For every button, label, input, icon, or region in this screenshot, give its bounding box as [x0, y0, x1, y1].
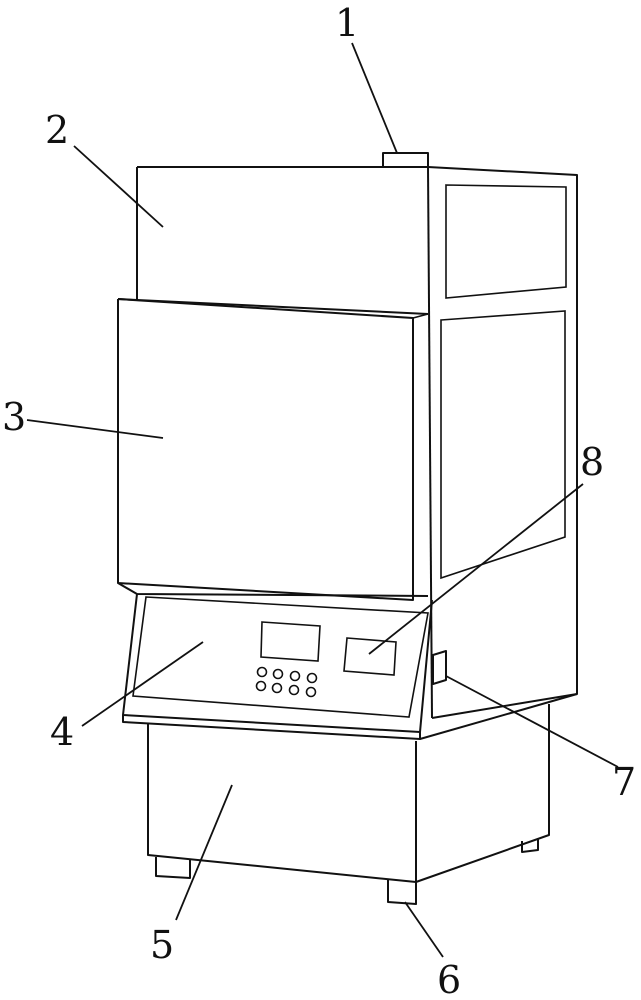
part-label-8: 8 [580, 440, 604, 484]
part-label-1: 1 [335, 1, 359, 45]
leader-line-4 [81, 641, 204, 727]
panel-button [272, 668, 284, 680]
part-label-5: 5 [150, 923, 174, 967]
leader-line-8 [368, 483, 584, 655]
leader-line-5 [175, 784, 233, 921]
panel-button [271, 682, 283, 694]
base-feet [155, 838, 539, 905]
leader-line-2 [73, 145, 164, 228]
upper-housing [136, 166, 578, 719]
part-label-7: 7 [612, 760, 636, 804]
control-panel [122, 593, 578, 740]
panel-button [305, 686, 317, 698]
leader-line-7 [445, 675, 619, 768]
front-door [117, 298, 429, 601]
part-label-4: 4 [50, 710, 74, 754]
top-port [382, 152, 429, 167]
side-window-lower [440, 310, 566, 580]
leader-line-1 [351, 42, 398, 154]
leader-line-6 [404, 901, 444, 958]
base-cabinet [147, 704, 550, 883]
panel-button [306, 672, 318, 684]
panel-button [288, 684, 300, 696]
leader-line-3 [26, 419, 164, 439]
side-window-upper [445, 184, 567, 299]
panel-buttons [255, 666, 318, 698]
panel-display-screen [260, 621, 321, 662]
part-label-6: 6 [437, 958, 461, 1000]
leader-lines [26, 42, 619, 958]
part-label-3: 3 [2, 395, 26, 439]
panel-button [256, 666, 268, 678]
panel-display-screen-8 [343, 637, 397, 676]
panel-button [255, 680, 267, 692]
part-label-2: 2 [45, 108, 69, 152]
panel-button [289, 670, 301, 682]
side-switch [432, 650, 447, 685]
